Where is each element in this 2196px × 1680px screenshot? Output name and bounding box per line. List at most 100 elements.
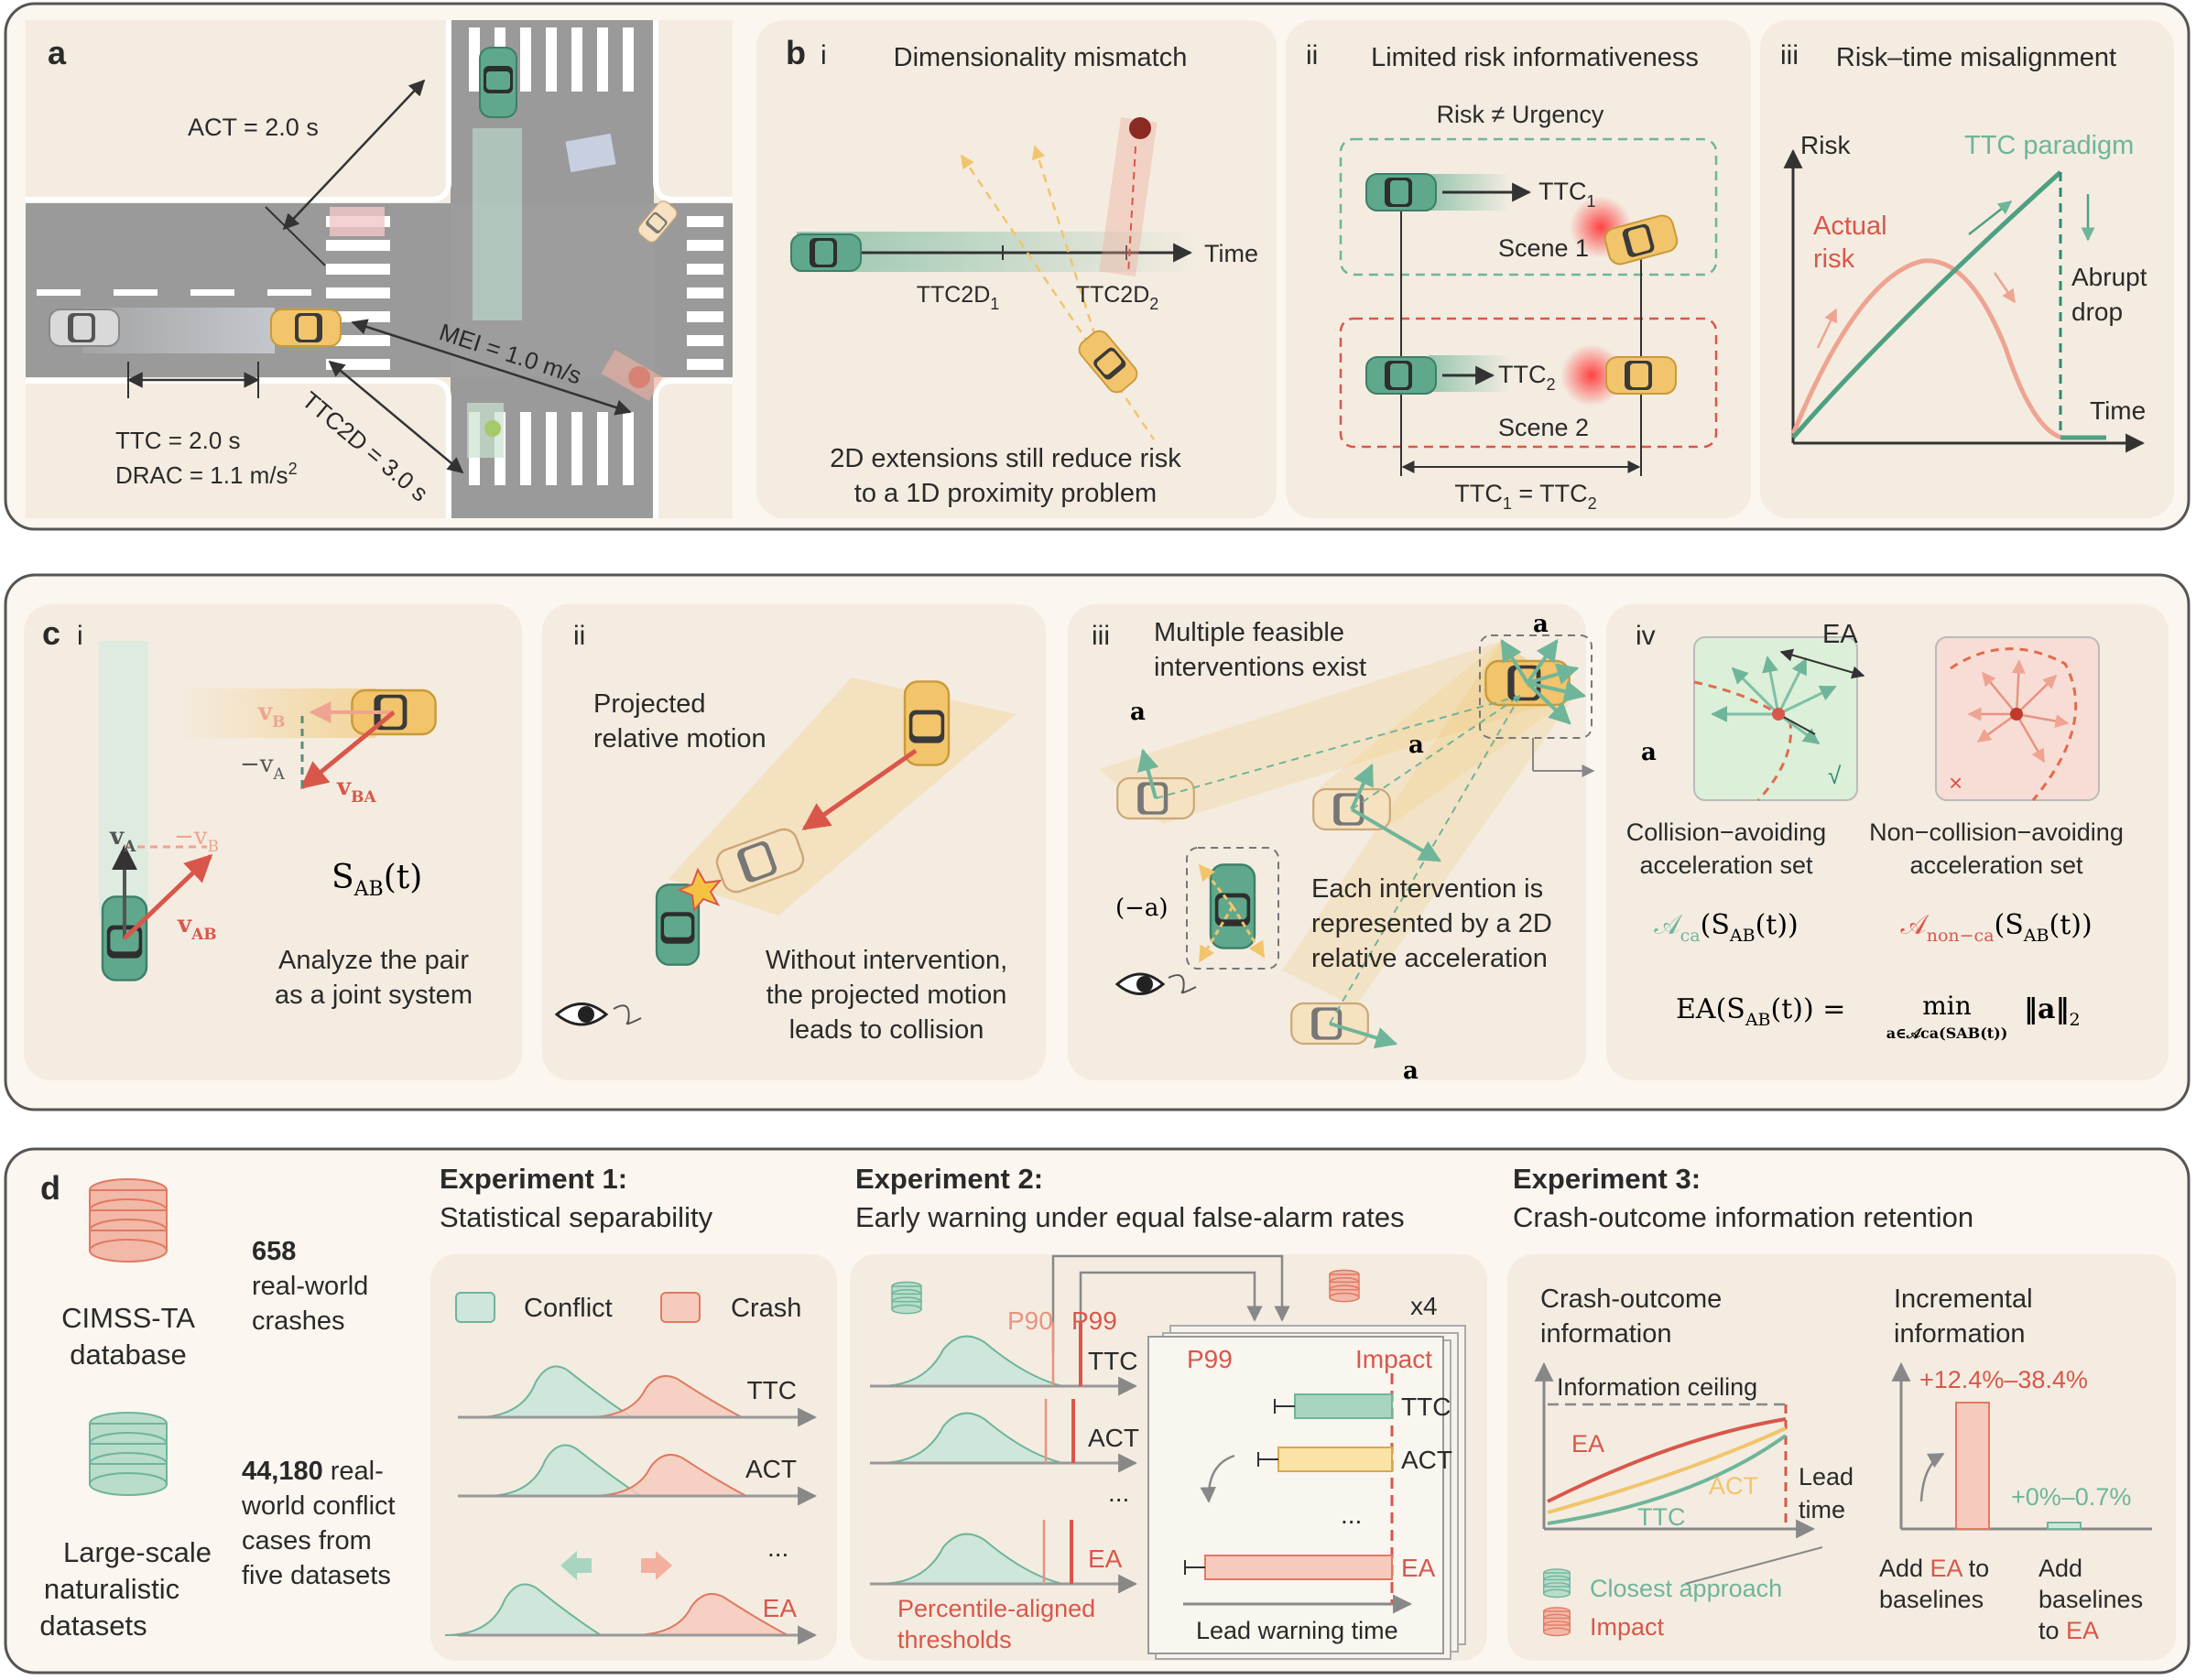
eye-icon (1114, 972, 1197, 995)
lead-label-2: time (1799, 1496, 1845, 1523)
impact-label: Impact (1355, 1345, 1432, 1373)
act-label: ACT = 2.0 s (188, 114, 319, 141)
panel-c-iv-num: iv (1636, 621, 1656, 651)
add-ea-label-2: baselines (1879, 1586, 1984, 1613)
conflict-legend-swatch (455, 1292, 495, 1323)
green-car (790, 233, 862, 272)
scene2-label: Scene 2 (1498, 414, 1589, 441)
ttc-paradigm-label: TTC paradigm (1964, 131, 2134, 160)
metric-label-ttc: TTC (747, 1376, 797, 1404)
panel-b-i-title: Dimensionality mismatch (894, 43, 1188, 72)
projected-label-2: relative motion (593, 724, 766, 753)
sab-label: SAB(t) (332, 859, 422, 901)
vba-label: vBA (336, 774, 376, 807)
conflict-db-icon (891, 1281, 922, 1315)
gray-car (49, 309, 120, 347)
panel-c-ii-caption-2: the projected motion (766, 981, 1007, 1010)
panel-a-letter: a (48, 34, 67, 71)
vab-label: vAB (177, 911, 217, 944)
info-label-1: Crash-outcome (1540, 1284, 1722, 1314)
panel-c-ii-num: ii (573, 621, 585, 651)
lead-warning-label: Lead warning time (1196, 1617, 1398, 1644)
conflict-distribution (475, 1365, 636, 1418)
conflict-distribution (878, 1412, 1063, 1464)
db-label-2: database (70, 1339, 187, 1371)
incremental-label-2: information (1894, 1319, 2025, 1349)
percentile-label-2: thresholds (897, 1626, 1012, 1653)
panel-d-letter: d (40, 1169, 60, 1207)
percentile-label-1: Percentile-aligned (897, 1595, 1095, 1622)
ea-formula-norm: ‖a‖2 (2024, 993, 2081, 1030)
metric-label-ea: EA (1088, 1545, 1123, 1573)
nca-label-2: acceleration set (1909, 851, 2083, 879)
lead-label-1: Lead (1799, 1463, 1854, 1490)
panel-b-i: b i Dimensionality mismatch Time TTC2D1 … (756, 20, 1277, 518)
ttc-label: TTC = 2.0 s (115, 427, 241, 454)
panel-b-ii-title: Limited risk informativeness (1371, 43, 1699, 72)
crash-count: 658 (252, 1237, 296, 1266)
accel-a-label: a (1408, 732, 1424, 759)
multiple-feasible-label-2: interventions exist (1154, 653, 1366, 682)
ea-curve-label: EA (1571, 1430, 1604, 1458)
abrupt-drop-label-1: Abrupt (2071, 263, 2147, 291)
inner-p99-label: P99 (1187, 1345, 1233, 1373)
metric-label-ttc: TTC (1088, 1347, 1137, 1375)
drac-label: DRAC = 1.1 m/s2 (115, 460, 298, 489)
experiment-3: Experiment 3: Crash-outcome information … (1507, 1163, 2176, 1661)
act-curve (1547, 1426, 1787, 1514)
ellipsis-label: ... (1108, 1479, 1129, 1507)
conflict-text-3: five datasets (242, 1561, 391, 1590)
panel-b-ii: ii Limited risk informativeness Risk ≠ U… (1286, 20, 1751, 518)
conflict-count: 44,180 real- (242, 1457, 384, 1486)
act-curve-label: ACT (1709, 1472, 1758, 1500)
ca-label-2: acceleration set (1639, 851, 1813, 879)
ca-label-1: Collision−avoiding (1626, 818, 1826, 846)
vb-label: vB (257, 699, 285, 732)
exp1-subtitle: Statistical separability (440, 1201, 713, 1233)
yellow-car (270, 309, 342, 347)
panel-b-ii-num: ii (1306, 40, 1318, 70)
nca-set-symbol: 𝒜non−ca(SAB(t)) (1900, 909, 2092, 946)
panel-b-iii-num: iii (1780, 40, 1799, 70)
each-intervention-label-1: Each intervention is (1311, 874, 1543, 904)
p99-label: P99 (1071, 1306, 1117, 1335)
accel-a-label: a (1533, 611, 1549, 638)
ea-increment-bar (1955, 1402, 1990, 1530)
panel-a: a ACT = 2.0 s MEI = 1.0 m/s TTC = 2.0 s … (26, 20, 733, 518)
crash-distribution (631, 1592, 788, 1636)
bar-label-act: ACT (1401, 1446, 1452, 1474)
crash-legend-label: Crash (731, 1294, 801, 1323)
ttc-curve (1547, 1434, 1788, 1525)
va-label: vA (109, 823, 136, 856)
ea-label: EA (1822, 620, 1858, 649)
exp3-subtitle: Crash-outcome information retention (1513, 1201, 1973, 1233)
increment-big-label: +12.4%–38.4% (1919, 1366, 2088, 1393)
info-ceiling-label: Information ceiling (1557, 1373, 1757, 1401)
panel-c-iv: iv EA √ a × Collision−av (1606, 604, 2169, 1080)
ttc2d2-label: TTC2D2 (1076, 282, 1159, 313)
left-arrow-icon (560, 1551, 592, 1580)
neg-a-label: (−a) (1115, 894, 1169, 922)
time-axis-label: Time (2090, 396, 2146, 425)
multiple-feasible-label-1: Multiple feasible (1154, 618, 1344, 647)
naturalistic-label-2: naturalistic (44, 1573, 179, 1605)
add-baselines-label-2: baselines (2038, 1586, 2143, 1613)
ttc2-label: TTC2 (1498, 361, 1556, 394)
crash-text-1: real-world (252, 1272, 368, 1301)
cross-icon: × (1949, 769, 1962, 797)
abrupt-drop-label-2: drop (2071, 298, 2123, 326)
scene1-label: Scene 1 (1498, 234, 1589, 262)
accel-a-label: a (1641, 739, 1657, 766)
ea-formula-min-sub: a∈𝒜ca(SAB(t)) (1886, 1024, 2008, 1042)
check-icon: √ (1828, 762, 1842, 789)
bar-label-ea: EA (1401, 1554, 1436, 1582)
panel-b-letter: b (786, 34, 806, 71)
neg-va-label: −vA (240, 751, 285, 784)
impact-legend-label: Impact (1590, 1613, 1665, 1641)
panel-c-ii: ii Projected relative motion Without int… (542, 604, 1046, 1080)
exp2-title: Experiment 2: (855, 1163, 1043, 1195)
panel-b-i-num: i (821, 40, 827, 70)
right-arrow-icon (641, 1551, 672, 1580)
nca-label-1: Non−collision−avoiding (1869, 818, 2124, 846)
